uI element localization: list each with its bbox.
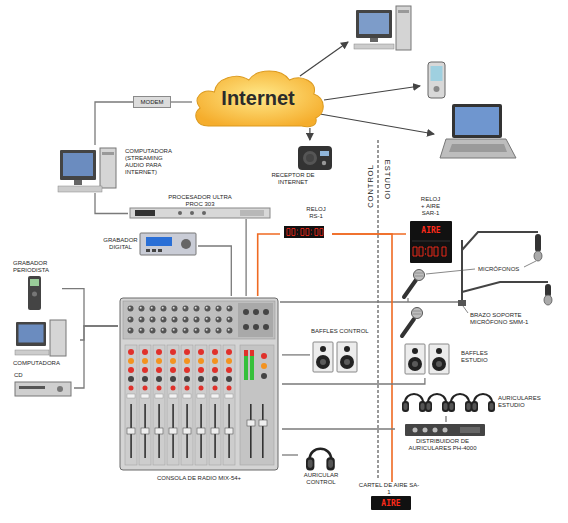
control-speakers-icon [313, 342, 357, 372]
device-label: COMPUTADORA [13, 360, 79, 367]
control-headphones-icon [306, 449, 335, 471]
internet-receiver: RECEPTOR DE INTERNET [262, 140, 350, 188]
cable-connector [74, 326, 118, 388]
cd-player-icon [15, 382, 71, 396]
cable-connector [245, 219, 246, 296]
cable-connector [171, 101, 192, 102]
distributor-icon [405, 424, 485, 436]
microphones [402, 270, 425, 337]
cable-connector [80, 326, 118, 340]
device-label: BAFFLES CONTROL [311, 328, 375, 335]
room-label: ESTUDIO [383, 160, 392, 200]
laptop [440, 104, 516, 158]
part-label: BRAZO SOPORTE MICRÓFONO SMM-1 [470, 312, 534, 326]
mixing-console-illustration [120, 298, 278, 470]
cable-connector [332, 234, 392, 482]
device-label: RECEPTOR DE INTERNET [262, 172, 324, 186]
cable-connector [282, 428, 395, 429]
device-label: GRABADOR PERIODISTA [13, 260, 59, 274]
studio-speakers: BAFFLES ESTUDIO [403, 338, 498, 378]
control-speakers: BAFFLES CONTROL [310, 328, 376, 376]
pda-device [428, 62, 445, 98]
device-label: AURICULARES ESTUDIO [498, 395, 546, 409]
audio-processor: PROCESADOR ULTRA PROC 303 [128, 194, 272, 219]
device-label: AURICULAR CONTROL [298, 472, 344, 486]
room-label: CONTROL [366, 164, 375, 208]
studio-clock: RELOJ RS-1 [280, 204, 332, 242]
on-air-sign-icon [371, 496, 411, 510]
device-label: RELOJ + AIRE SAR-1 [419, 196, 442, 217]
device-label: GRABADOR DIGITAL [102, 237, 139, 251]
cable-connector [198, 246, 231, 296]
cloud-title: Internet [192, 87, 324, 110]
cable-connector [95, 102, 133, 145]
display-text: AIRE [421, 226, 440, 235]
on-air-clock-display [410, 221, 452, 263]
cd-player: CD [12, 372, 74, 400]
studio-headphones-icon [402, 394, 495, 412]
studio-headphones: AURICULARES ESTUDIO [398, 386, 548, 416]
display-text: AIRE [381, 499, 400, 508]
radio-console: CONSOLA DE RADIO MIX-54+ [118, 296, 282, 486]
cable-connector [95, 193, 128, 214]
cable-connector [282, 378, 425, 384]
device-label: CONSOLA DE RADIO MIX-54+ [118, 475, 280, 482]
cable-connector [282, 354, 310, 355]
digital-recorder-icon [140, 233, 196, 255]
studio-speakers-icon [405, 344, 449, 374]
cable-connector [445, 416, 446, 422]
device-label: CD [14, 372, 34, 379]
field-recorder: GRABADOR PERIODISTA [12, 260, 62, 312]
cable-connector [62, 289, 118, 326]
field-recorder-icon [28, 276, 41, 310]
cable-connector [258, 234, 280, 296]
source-computer-icon [15, 320, 66, 356]
device-label: MODEM [134, 99, 170, 106]
desktop-computer [354, 6, 411, 50]
streaming-computer-icon [58, 148, 116, 192]
internet-arrows [300, 42, 434, 134]
on-air-sign: CARTEL DE AIRE SA-1 [352, 482, 426, 512]
processor-rack [130, 208, 270, 218]
clock-display [284, 226, 324, 238]
device-label: CARTEL DE AIRE SA-1 [358, 482, 420, 496]
headphone-distributor: DISTRIBUIDOR DE AURICULARES PH-4000 [395, 422, 492, 456]
internet-radio-icon [298, 146, 332, 170]
internet-cloud: Internet [192, 68, 326, 128]
cable-connector [309, 128, 310, 140]
part-label: MICRÓFONOS [478, 266, 538, 273]
device-label: RELOJ RS-1 [302, 206, 330, 220]
modem-box: MODEM [133, 96, 171, 108]
cable-connector [282, 454, 298, 455]
control-headphones: AURICULAR CONTROL [298, 441, 346, 487]
source-computer: COMPUTADORA [12, 318, 80, 368]
studio-divider [378, 140, 379, 478]
device-label: BAFFLES ESTUDIO [461, 350, 497, 364]
device-label: DISTRIBUIDOR DE AURICULARES PH-4000 [395, 438, 490, 452]
digital-recorder: GRABADOR DIGITAL [102, 228, 198, 258]
streaming-computer: COMPUTADORA (STREAMING AUDIO PARA INTERN… [55, 145, 180, 193]
device-label: COMPUTADORA (STREAMING AUDIO PARA INTERN… [125, 148, 175, 176]
device-label: PROCESADOR ULTRA PROC 303 [167, 194, 233, 208]
microphone-cable [280, 298, 460, 302]
